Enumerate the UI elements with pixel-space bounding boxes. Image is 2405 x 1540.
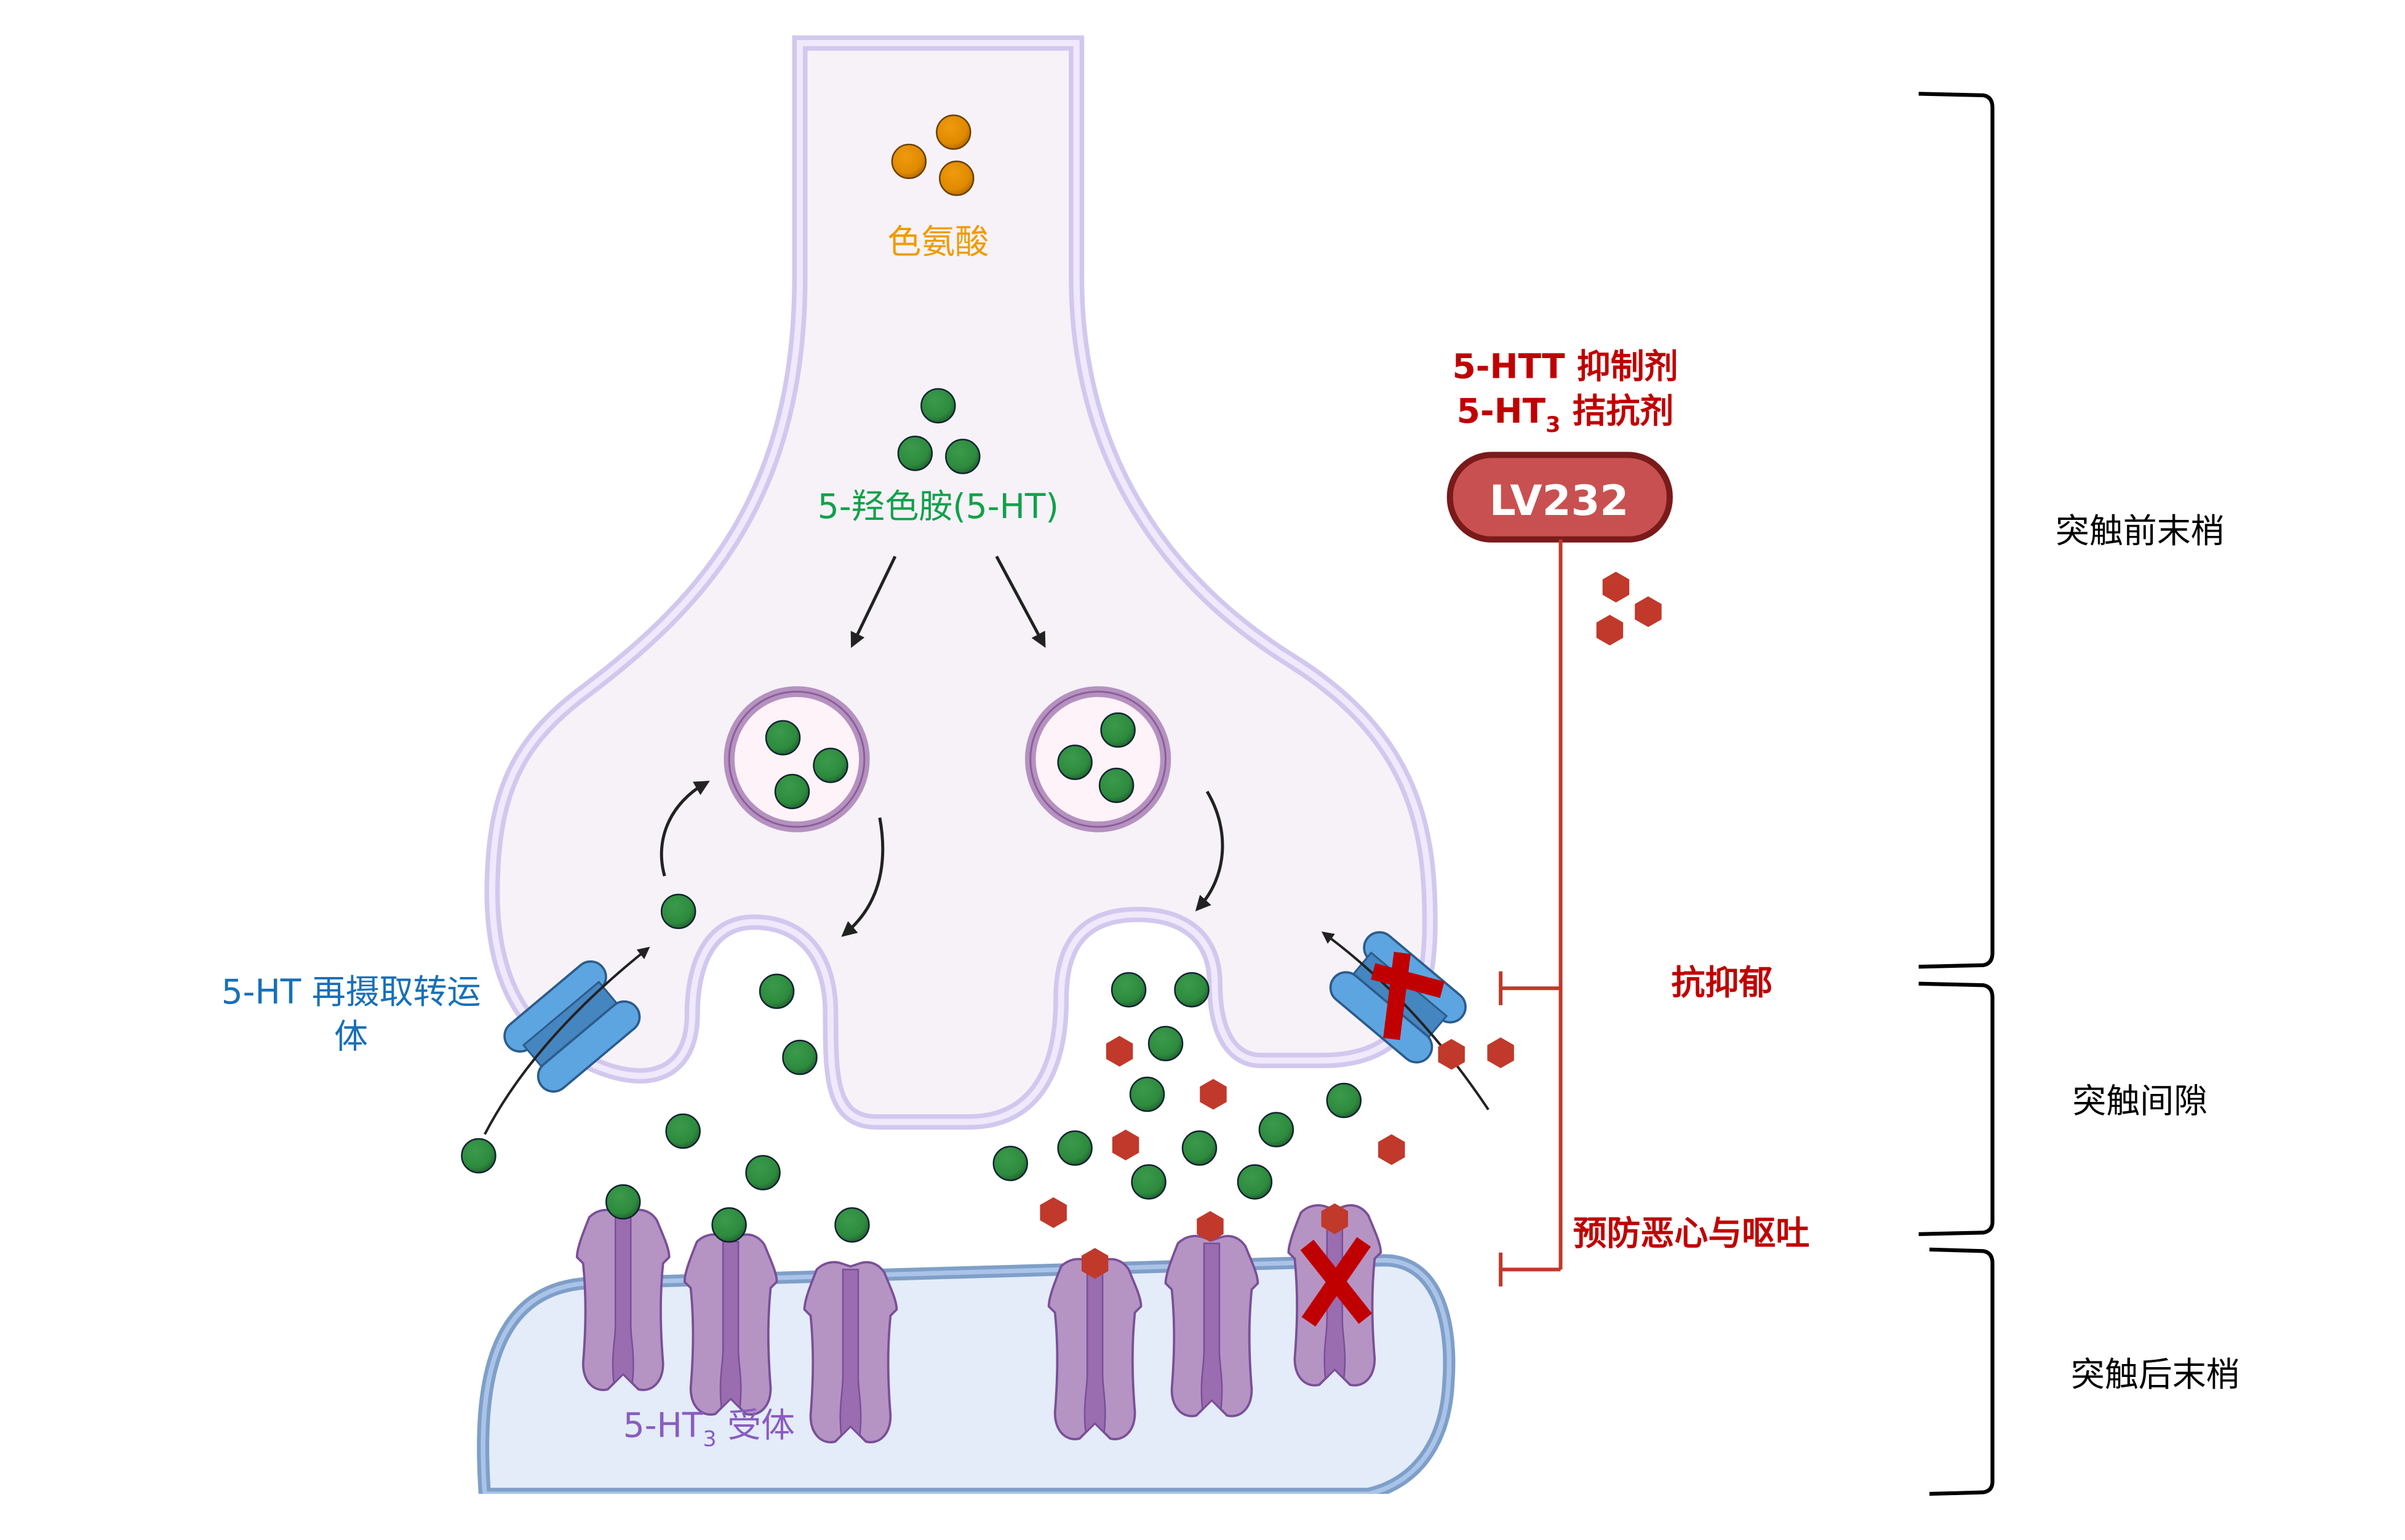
- drug-name: LV232: [1490, 476, 1629, 525]
- inhibition-connector: [1499, 539, 1563, 1287]
- receptors: [575, 1184, 1382, 1443]
- arrow-to-vesicle-left: [850, 556, 897, 648]
- drug-mechanism-line2: 5-HT3 拮抗剂: [1457, 391, 1674, 437]
- block-x-receptor: [1300, 1237, 1373, 1327]
- release-arrow-right: [1195, 791, 1224, 912]
- receptor-5ht3: [1047, 1258, 1143, 1440]
- drug-badge: LV232: [1446, 452, 1673, 543]
- bracket-presynaptic: [1918, 92, 1995, 969]
- reuptake-arrow-right: [1321, 932, 1490, 1111]
- bracket-cleft: [1918, 981, 1995, 1237]
- drug-mechanism-line1: 5-HTT 抑制剂: [1452, 347, 1678, 386]
- tryptophan-molecule: [939, 161, 975, 196]
- presynaptic-terminal: [484, 35, 1438, 1130]
- vesicle: [724, 686, 870, 832]
- effect-antidepressant: 抗抑郁: [1671, 963, 1773, 1002]
- receptor-5ht3: [1164, 1235, 1259, 1418]
- cleft-serotonin-left: [461, 973, 870, 1243]
- receptor-5ht3: [803, 1261, 898, 1443]
- arrow-to-vesicle-right: [995, 556, 1046, 648]
- tryptophan-molecule: [891, 143, 927, 180]
- region-label-cleft: 突触间隙: [2072, 1082, 2208, 1121]
- receptor-label: 5-HT3 受体: [623, 1406, 795, 1452]
- region-brackets: [1918, 92, 1995, 1496]
- transporter-label-line1: 5-HT 再摄取转运: [221, 972, 481, 1011]
- transporter-label-line2: 体: [334, 1017, 368, 1056]
- serotonin-label: 5-羟色胺(5-HT): [818, 487, 1059, 526]
- serotonin-cluster: [897, 388, 981, 474]
- tryptophan-molecule: [936, 114, 971, 150]
- release-arrow-left: [841, 817, 885, 937]
- receptor-5ht3: [683, 1233, 778, 1416]
- bracket-postsynaptic: [1929, 1247, 1995, 1496]
- drug-molecules-free: [1596, 572, 1662, 646]
- recycle-arrow: [660, 781, 710, 877]
- tryptophan-label: 色氨酸: [887, 222, 989, 261]
- region-label-presynaptic: 突触前末梢: [2056, 511, 2225, 551]
- region-label-postsynaptic: 突触后末梢: [2071, 1355, 2240, 1394]
- reuptake-arrow-left: [484, 946, 650, 1135]
- receptor-5ht3: [575, 1208, 671, 1392]
- block-x-transporter: [1371, 952, 1445, 1040]
- cleft-serotonin-right: [992, 971, 1362, 1200]
- vesicle: [1024, 686, 1171, 832]
- tryptophan-molecules: [891, 114, 975, 196]
- effect-antiemetic: 预防恶心与呕吐: [1573, 1213, 1810, 1253]
